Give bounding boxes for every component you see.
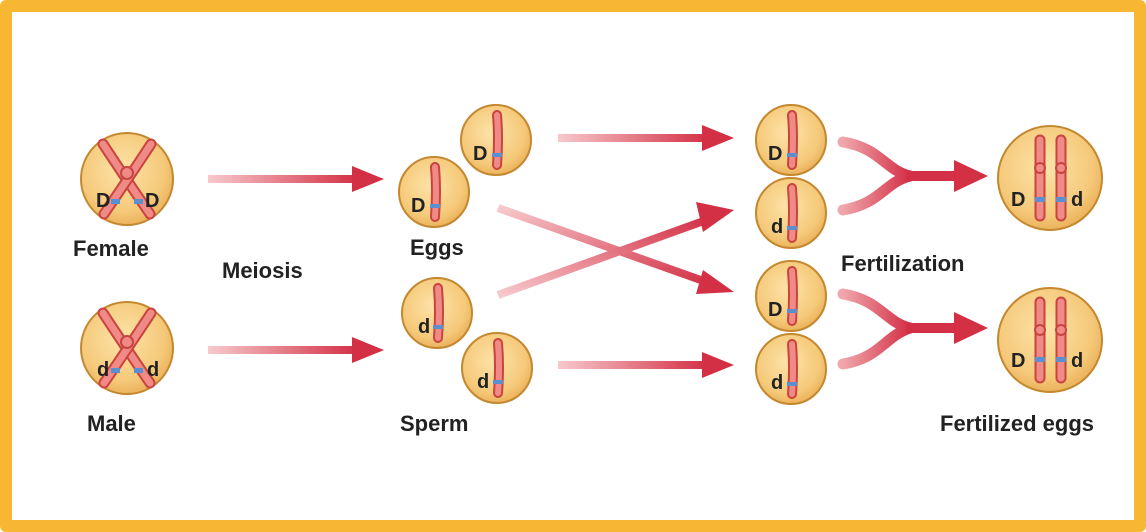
label-female: Female	[73, 236, 149, 262]
allele-zygote-bottom-right: d	[1071, 350, 1083, 373]
arrow-egg-top	[558, 125, 734, 151]
fertilization-merge-arrow-bottom	[843, 294, 988, 364]
allele-sperm-bottom: d	[477, 371, 489, 394]
label-fertilization: Fertilization	[841, 251, 964, 277]
sperm-bottom-cell	[462, 333, 532, 403]
meiosis-arrow-male	[208, 337, 384, 363]
label-sperm: Sperm	[400, 411, 468, 437]
label-fertilized-eggs: Fertilized eggs	[940, 411, 1094, 437]
fertilization-cell-2	[756, 178, 826, 248]
fertilization-cell-4	[756, 334, 826, 404]
allele-zygote-top-right: d	[1071, 189, 1083, 212]
allele-gamete-3: D	[768, 299, 782, 322]
allele-sperm-top: d	[418, 316, 430, 339]
fertilized-egg-top	[998, 126, 1102, 230]
allele-female-left: D	[96, 190, 110, 213]
fertilization-cell-1	[756, 105, 826, 175]
fertilization-cell-3	[756, 261, 826, 331]
label-male: Male	[87, 411, 136, 437]
fertilized-egg-bottom	[998, 288, 1102, 392]
egg-top-cell	[461, 105, 531, 175]
allele-male-right: d	[147, 359, 159, 382]
allele-zygote-top-left: D	[1011, 189, 1025, 212]
allele-egg-bottom: D	[411, 195, 425, 218]
meiosis-arrow-female	[208, 166, 384, 192]
fertilization-merge-arrow-top	[843, 142, 988, 210]
label-eggs: Eggs	[410, 235, 464, 261]
allele-zygote-bottom-left: D	[1011, 350, 1025, 373]
label-meiosis: Meiosis	[222, 258, 303, 284]
allele-gamete-2: d	[771, 216, 783, 239]
allele-male-left: d	[97, 359, 109, 382]
egg-bottom-cell	[399, 157, 469, 227]
arrow-sperm-bottom	[558, 352, 734, 378]
allele-gamete-4: d	[771, 372, 783, 395]
allele-egg-top: D	[473, 143, 487, 166]
sperm-top-cell	[402, 278, 472, 348]
allele-gamete-1: D	[768, 143, 782, 166]
allele-female-right: D	[145, 190, 159, 213]
